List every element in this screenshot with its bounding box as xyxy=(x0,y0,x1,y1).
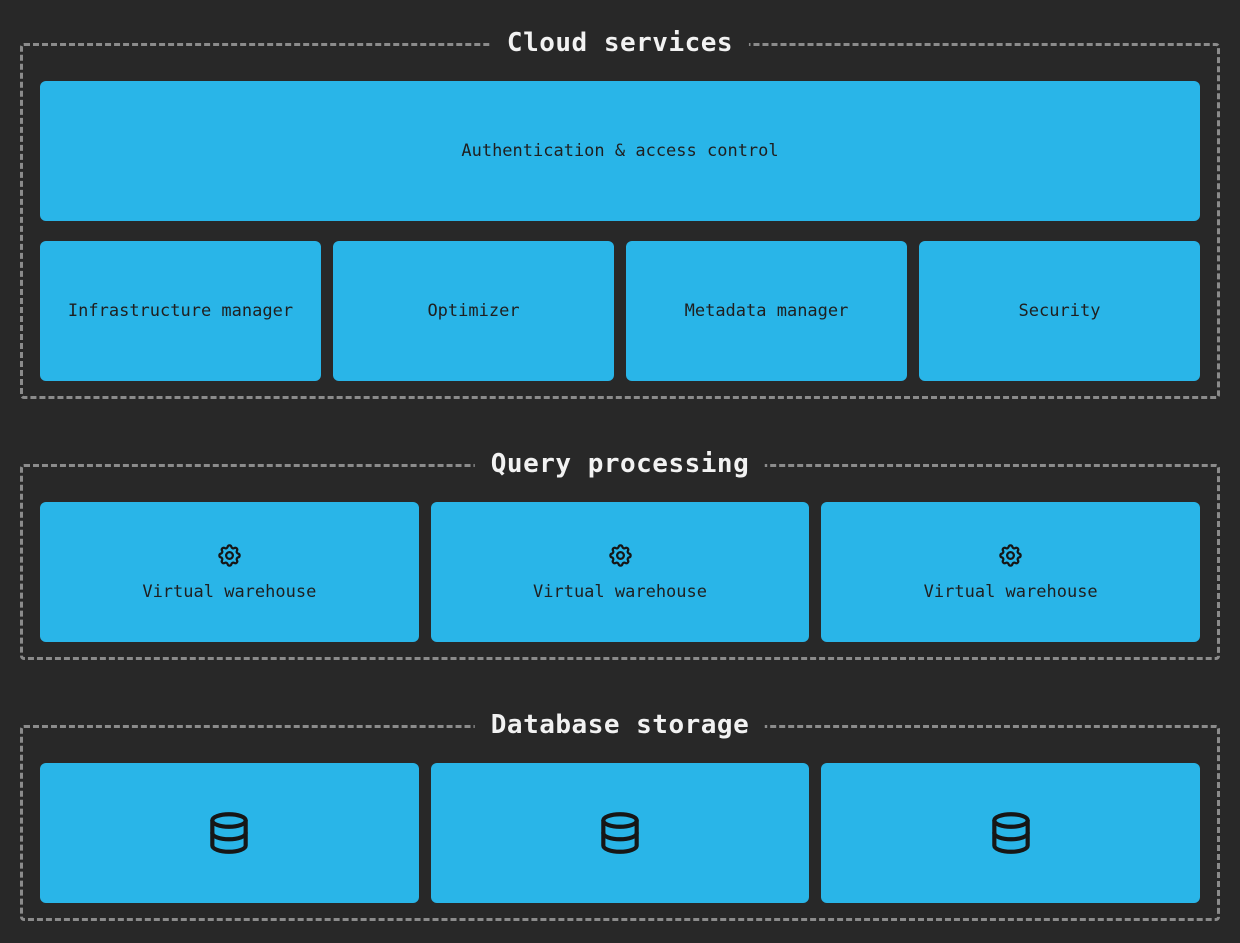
box-label: Infrastructure manager xyxy=(67,301,294,321)
infrastructure-manager-box: Infrastructure manager xyxy=(40,241,321,381)
section-title-query-processing: Query processing xyxy=(474,449,766,479)
database-box xyxy=(430,763,810,903)
database-icon xyxy=(986,808,1036,858)
box-label: Authentication & access control xyxy=(461,141,779,161)
section-title-database-storage: Database storage xyxy=(474,710,766,740)
box-label: Security xyxy=(1018,301,1101,321)
database-box xyxy=(821,763,1201,903)
virtual-warehouse-box: Virtual warehouse xyxy=(430,502,810,642)
box-label: Virtual warehouse xyxy=(533,582,707,602)
metadata-manager-box: Metadata manager xyxy=(626,241,907,381)
section-database-storage: Database storage xyxy=(20,710,1220,921)
virtual-warehouse-box: Virtual warehouse xyxy=(821,502,1201,642)
box-label: Optimizer xyxy=(427,301,520,321)
box-label: Virtual warehouse xyxy=(142,582,317,602)
gear-icon xyxy=(607,542,634,569)
gear-icon xyxy=(997,542,1024,569)
auth-access-control-box: Authentication & access control xyxy=(40,81,1200,221)
box-label: Virtual warehouse xyxy=(923,582,1098,602)
database-icon xyxy=(204,808,254,858)
section-cloud-services: Cloud services Authentication & access c… xyxy=(20,28,1220,399)
database-box xyxy=(40,763,419,903)
section-query-processing: Query processing Virtual warehouse xyxy=(20,449,1220,660)
database-storage-row xyxy=(40,763,1201,903)
optimizer-box: Optimizer xyxy=(333,241,614,381)
query-processing-row: Virtual warehouse Virtual warehouse xyxy=(40,502,1201,642)
cloud-services-row: Infrastructure manager Optimizer Metadat… xyxy=(40,241,1200,381)
security-box: Security xyxy=(919,241,1200,381)
section-title-cloud-services: Cloud services xyxy=(490,28,750,58)
box-label: Metadata manager xyxy=(684,301,849,321)
gear-icon xyxy=(216,542,243,569)
database-icon xyxy=(595,808,645,858)
virtual-warehouse-box: Virtual warehouse xyxy=(40,502,419,642)
